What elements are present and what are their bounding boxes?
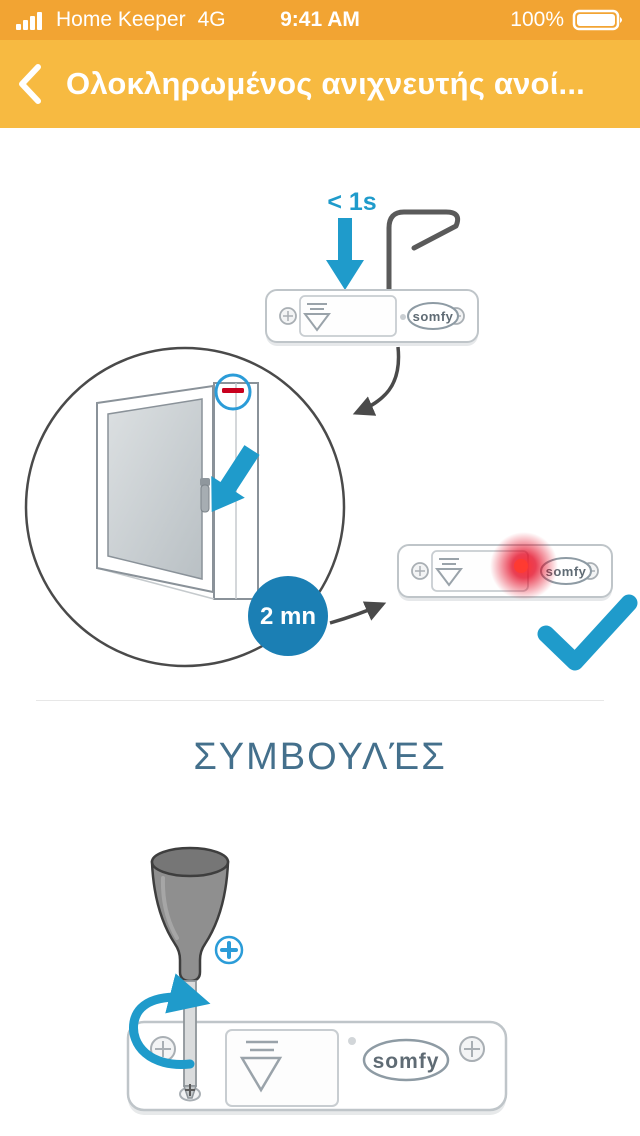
led-hole <box>348 1037 356 1045</box>
press-duration-label: < 1s <box>327 188 376 216</box>
nav-bar: Ολοκληρωμένος ανιχνευτής ανοί... <box>0 40 640 128</box>
chevron-left-icon <box>19 64 41 104</box>
window-illustration <box>96 373 260 600</box>
led-hole <box>400 314 406 320</box>
back-button[interactable] <box>16 62 50 106</box>
unscrew-arrow-icon <box>129 973 211 1069</box>
wait-duration-label: 2 mn <box>260 603 316 630</box>
status-bar: Home Keeper 4G 9:41 AM 100% <box>0 0 640 40</box>
sensor-spot-circle <box>214 373 252 411</box>
reset-pin-icon <box>386 209 461 296</box>
somfy-logo-text: somfy <box>373 1050 440 1073</box>
page-title: Ολοκληρωμένος ανιχνευτής ανοί... <box>66 66 585 101</box>
somfy-plumb-logo <box>239 1040 283 1093</box>
somfy-logo <box>362 1038 450 1082</box>
network-type-label: 4G <box>197 8 226 31</box>
battery-icon <box>572 9 622 31</box>
phillips-icon <box>214 935 244 965</box>
magnet-indicator <box>222 388 244 393</box>
content-area: < 1s somfy <box>0 128 640 1136</box>
somfy-plumb-logo <box>303 303 331 332</box>
led-red <box>514 559 528 573</box>
sensor-device-lit: somfy <box>397 532 613 601</box>
sensor-device-top: somfy <box>265 289 479 346</box>
somfy-plumb-logo <box>435 558 463 587</box>
check-icon <box>537 594 638 671</box>
setup-procedure-illustration: < 1s somfy <box>24 188 638 671</box>
flow-arrow-2 <box>329 601 387 625</box>
press-arrow-icon <box>326 218 364 290</box>
wait-badge: 2 mn <box>248 576 328 656</box>
somfy-logo-text: somfy <box>413 309 454 324</box>
battery-percent-label: 100% <box>510 8 564 31</box>
carrier-label: Home Keeper <box>56 8 186 31</box>
window-handle <box>200 478 210 513</box>
signal-strength-icon <box>16 12 42 30</box>
somfy-logo <box>407 302 459 330</box>
tips-illustration: somfy <box>126 846 508 1115</box>
section-divider <box>36 700 604 701</box>
sensor-device-bottom: somfy <box>126 1020 508 1115</box>
tips-heading: ΣΥΜΒΟΥΛΈΣ <box>193 736 447 778</box>
flow-arrow <box>352 346 401 416</box>
close-window-arrow-icon <box>211 445 260 513</box>
